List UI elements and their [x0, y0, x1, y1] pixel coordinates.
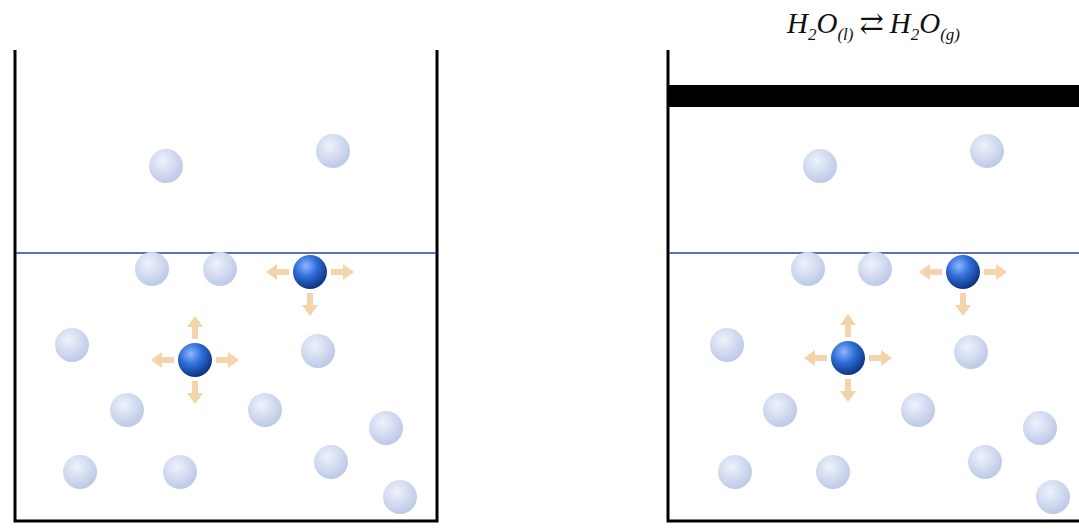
closed-beaker: [667, 50, 1079, 521]
subscript: 2: [911, 25, 920, 44]
formula-text: H: [787, 7, 808, 39]
equilibrium-arrow: ⇄: [859, 7, 883, 39]
subscript: (l): [837, 25, 853, 44]
water-molecule: [55, 134, 417, 514]
formula-text: O: [816, 7, 837, 39]
highlighted-molecule: [831, 255, 980, 375]
formula-text: H: [890, 7, 911, 39]
equilibrium-equation: H2O(l)⇄H2O(g): [787, 6, 960, 45]
subscript: 2: [808, 25, 817, 44]
water-molecule: [710, 134, 1070, 514]
open-beaker: [15, 50, 437, 521]
formula-text: O: [919, 7, 940, 39]
force-arrow: [151, 264, 354, 404]
force-arrow: [804, 264, 1007, 402]
subscript: (g): [940, 25, 960, 44]
highlighted-molecule: [178, 255, 327, 377]
